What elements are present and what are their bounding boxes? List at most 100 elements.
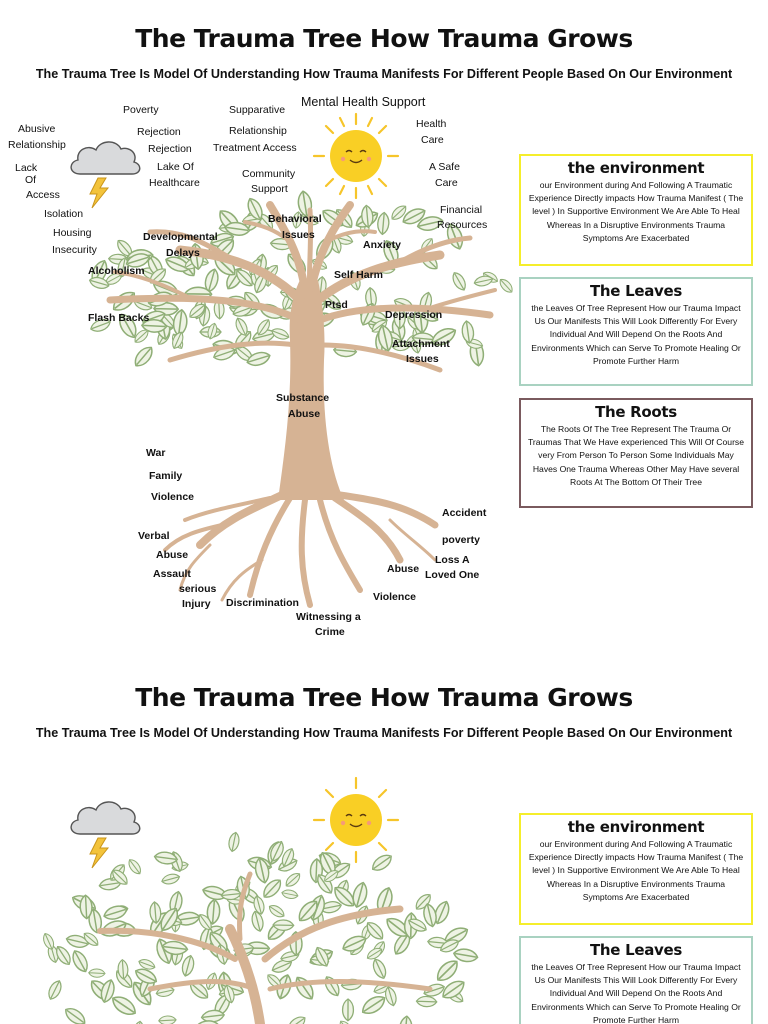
leaf-icon xyxy=(232,304,253,317)
leaf-icon xyxy=(372,854,392,871)
leaf-icon xyxy=(372,958,387,979)
leaves-box: The Leaves the Leaves Of Tree Represent … xyxy=(519,936,753,1024)
leaf-icon xyxy=(423,903,437,928)
leaf-icon xyxy=(65,1008,86,1024)
leaf-icon xyxy=(193,1020,220,1024)
leaf-icon xyxy=(172,331,184,350)
leaf-icon xyxy=(271,328,290,340)
lightning-icon xyxy=(89,177,110,209)
leaf-label-alcoholism: Alcoholism xyxy=(88,265,145,277)
leaf-icon xyxy=(181,954,195,977)
leaf-icon xyxy=(361,204,374,229)
leaf-icon xyxy=(43,932,55,950)
env-label-healthcare: Healthcare xyxy=(149,177,200,189)
cloud-icon xyxy=(70,801,141,835)
leaf-icon xyxy=(285,873,301,887)
env-label-poverty: Poverty xyxy=(123,104,159,116)
env-label-abusive: Abusive xyxy=(18,123,56,135)
leaf-icon xyxy=(65,934,90,948)
roots-box: The Roots The Roots Of The Tree Represen… xyxy=(519,398,753,508)
root-label-violence: Violence xyxy=(151,491,194,503)
leaf-icon xyxy=(461,320,475,344)
leaf-icon xyxy=(383,239,399,265)
root-label-abuse-2: Abuse xyxy=(387,563,420,575)
leaf-icon xyxy=(408,918,427,932)
leaf-icon xyxy=(341,998,355,1022)
tree-trunk-branches xyxy=(97,871,433,1024)
leaf-icon xyxy=(366,922,384,940)
lightning-icon xyxy=(89,837,110,869)
env-label-insecurity: Insecurity xyxy=(52,244,97,256)
leaf-icon xyxy=(352,881,368,908)
environment-heading: the environment xyxy=(567,818,705,836)
leaf-icon xyxy=(246,351,271,366)
leaf-icon xyxy=(295,976,314,1000)
leaf-icon xyxy=(134,329,149,343)
page-subtitle: The Trauma Tree Is Model Of Understandin… xyxy=(35,67,733,81)
leaf-icon xyxy=(56,946,71,966)
page-title: The Trauma Tree How Trauma Grows xyxy=(135,683,633,712)
leaf-icon xyxy=(125,253,151,268)
root-label-discrimination: Discrimination xyxy=(226,597,299,609)
root-label-loss-a: Loss A xyxy=(435,554,470,566)
leaf-icon xyxy=(138,959,156,970)
env-label-housing: Housing xyxy=(53,227,92,239)
root-label-poverty: poverty xyxy=(442,534,480,546)
leaf-icon xyxy=(88,968,106,978)
leaf-icon xyxy=(452,948,479,963)
page-1: The Trauma Tree How Trauma Grows The Tra… xyxy=(8,24,753,638)
leaf-label-flash-backs: Flash Backs xyxy=(88,312,150,324)
sun-icon xyxy=(312,112,400,200)
env-label-relationship-2: Relationship xyxy=(229,125,287,137)
leaf-icon xyxy=(415,894,431,910)
leaf-icon xyxy=(103,905,128,920)
leaf-icon xyxy=(444,927,469,945)
leaf-icon xyxy=(253,895,265,915)
leaf-icon xyxy=(220,889,242,901)
env-label-mental-health-support: Mental Health Support xyxy=(301,95,426,109)
leaf-icon xyxy=(72,950,88,973)
leaves-heading: The Leaves xyxy=(589,941,683,959)
leaf-icon xyxy=(223,984,235,1004)
leaf-icon xyxy=(339,1020,353,1024)
leaf-label-self-harm: Self Harm xyxy=(334,269,384,281)
leaf-icon xyxy=(292,211,302,229)
leaf-icon xyxy=(268,905,285,918)
env-label-resources: Resources xyxy=(437,219,488,231)
root-label-crime: Crime xyxy=(315,626,345,638)
leaf-icon xyxy=(224,221,251,236)
leaf-icon xyxy=(416,216,444,231)
root-label-accident: Accident xyxy=(442,507,487,519)
root-label-serious: serious xyxy=(179,583,217,595)
leaf-icon xyxy=(213,298,225,320)
env-label-supparative: Supparative xyxy=(229,104,286,116)
env-label-rejection-1: Rejection xyxy=(137,126,181,138)
leaf-icon xyxy=(361,996,386,1014)
leaf-icon xyxy=(206,898,221,925)
leaf-icon xyxy=(134,346,153,367)
leaf-icon xyxy=(149,901,162,924)
leaf-label-issues-2: Issues xyxy=(406,353,439,365)
leaf-icon xyxy=(48,980,62,1000)
page-title: The Trauma Tree How Trauma Grows xyxy=(135,24,633,53)
leaf-icon xyxy=(158,1015,177,1024)
leaf-icon xyxy=(281,848,295,868)
leaf-icon xyxy=(270,840,284,862)
leaf-icon xyxy=(112,869,128,885)
cloud-icon xyxy=(70,141,141,175)
leaf-icon xyxy=(254,857,270,884)
leaf-label-issues: Issues xyxy=(282,229,315,241)
roots-body: The Roots Of The Tree Represent The Trau… xyxy=(527,424,745,487)
leaf-label-developmental: Developmental xyxy=(143,231,218,243)
leaves-heading: The Leaves xyxy=(589,282,683,300)
env-label-support: Support xyxy=(251,183,288,195)
leaf-icon xyxy=(257,319,270,336)
root-label-loved-one: Loved One xyxy=(425,569,480,581)
leaf-icon xyxy=(324,976,340,997)
leaf-icon xyxy=(100,979,115,1004)
leaf-icon xyxy=(377,211,390,236)
leaf-icon xyxy=(83,932,99,946)
leaf-label-depression: Depression xyxy=(385,309,443,321)
leaf-icon xyxy=(385,986,397,1007)
environment-body: our Environment during And Following A T… xyxy=(528,839,744,902)
